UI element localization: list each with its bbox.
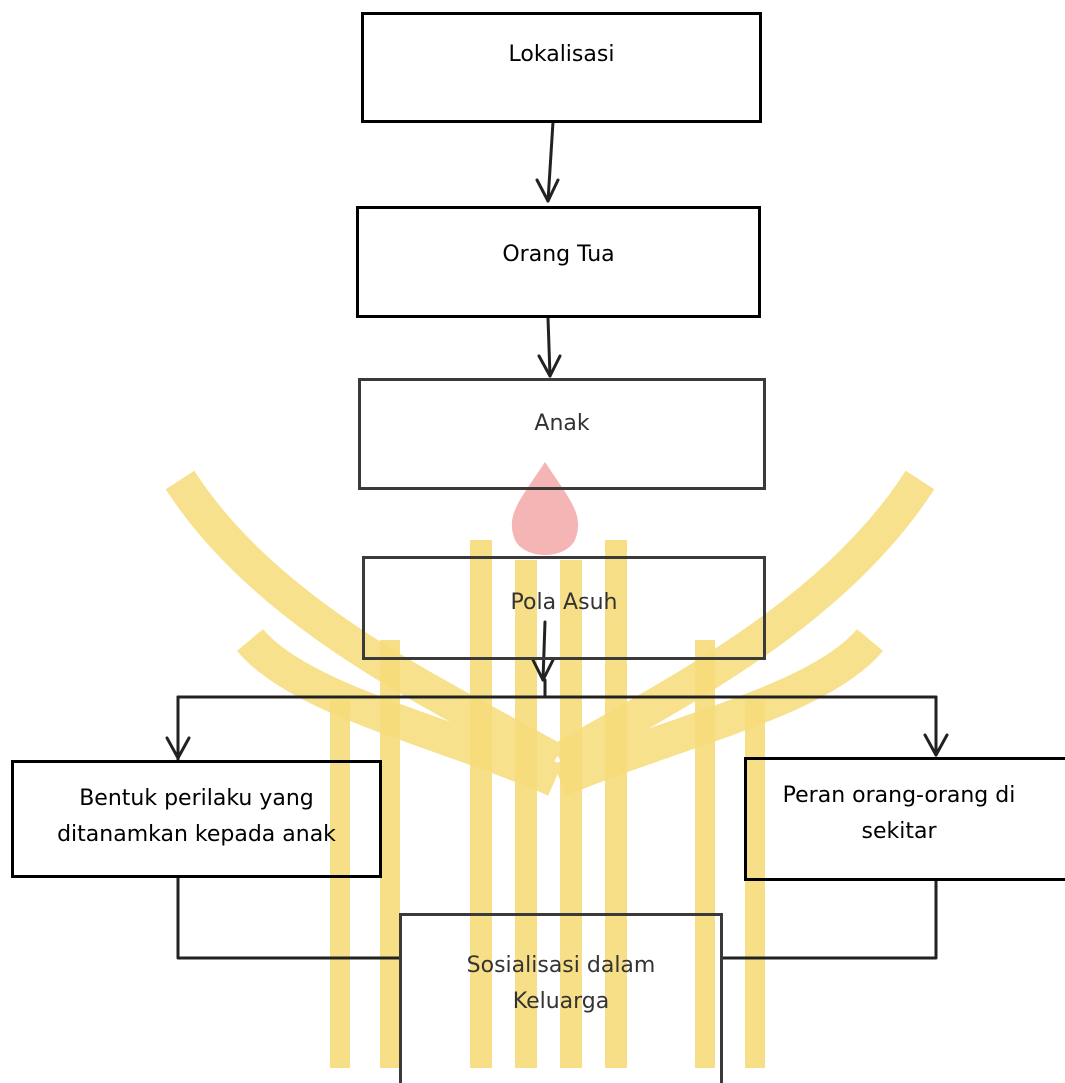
node-sosialisasi-label: Sosialisasi dalam Keluarga bbox=[466, 953, 656, 1014]
node-lokalisasi: Lokalisasi bbox=[361, 12, 762, 123]
node-bentuk-perilaku: Bentuk perilaku yang ditanamkan kepada a… bbox=[11, 760, 382, 878]
node-bentuk-perilaku-label: Bentuk perilaku yang ditanamkan kepada a… bbox=[57, 786, 336, 847]
node-sosialisasi: Sosialisasi dalam Keluarga bbox=[399, 913, 723, 1083]
node-orang-tua: Orang Tua bbox=[356, 206, 761, 318]
node-pola-asuh: Pola Asuh bbox=[362, 556, 766, 660]
node-lokalisasi-label: Lokalisasi bbox=[508, 42, 615, 67]
node-orang-tua-label: Orang Tua bbox=[502, 242, 615, 267]
node-pola-asuh-label: Pola Asuh bbox=[510, 590, 618, 615]
node-anak: Anak bbox=[358, 378, 766, 490]
node-anak-label: Anak bbox=[534, 411, 590, 436]
node-peran-orang: Peran orang-orang di sekitar bbox=[744, 757, 1065, 881]
node-peran-orang-label: Peran orang-orang di sekitar bbox=[782, 783, 1016, 844]
